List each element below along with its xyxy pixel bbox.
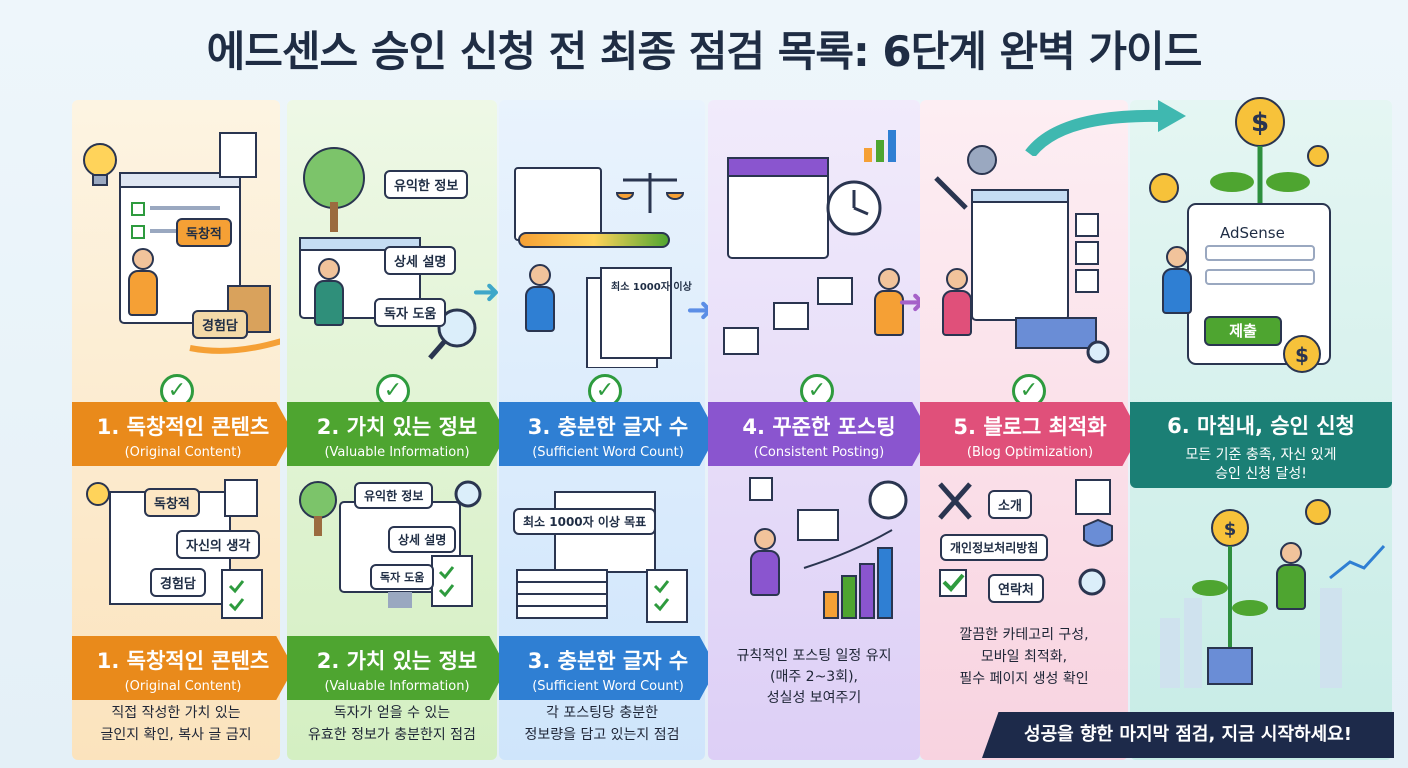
shield-icon: [1083, 518, 1113, 547]
scale-icon: [514, 167, 685, 369]
chip-original: 독창적: [176, 218, 232, 247]
step-2-description: 독자가 얻을 수 있는 유효한 정보가 충분한지 점검: [308, 705, 476, 743]
svg-text:$: $: [1224, 519, 1237, 540]
footer-banner: 성공을 향한 마지막 점검, 지금 시작하세요!: [982, 712, 1394, 758]
arrow-icon: [1025, 100, 1186, 156]
medal-icon: [1149, 173, 1179, 203]
adsense-label: AdSense: [1220, 224, 1285, 242]
step-3-detail-illustration: 최소 1000자 이상 목표: [505, 478, 701, 630]
step-6-detail-illustration: $: [1140, 498, 1390, 698]
step-2-detail-illustration: 유익한 정보 상세 설명 독자 도움: [292, 472, 492, 632]
step-3-illustration: 최소 1000자 이상: [505, 118, 701, 369]
step-4-description: 규칙적인 포스팅 일정 유지 (매주 2~3회), 성실성 보여주기: [736, 648, 892, 706]
step-1-banner: 1. 독창적인 콘텐츠 (Original Content): [72, 402, 294, 466]
growth-chart-icon: [749, 477, 908, 619]
chip-useful-info: 유익한 정보: [384, 170, 469, 199]
step-2-title: 2. 가치 있는 정보: [316, 415, 478, 439]
step-1-detail-illustration: 독창적 자신의 생각 경험담: [80, 472, 280, 632]
step-2-illustration: 유익한 정보 상세 설명 독자 도움: [292, 118, 492, 368]
step-4-subtitle: (Consistent Posting): [753, 445, 885, 460]
chip-reader-help-2: 독자 도움: [370, 564, 435, 590]
chip-privacy: 개인정보처리방침: [940, 534, 1049, 561]
step-1-subtitle-2: (Original Content): [124, 679, 242, 694]
step-2-subtitle: (Valuable Information): [324, 445, 470, 460]
step-1-banner-2: 1. 독창적인 콘텐츠 (Original Content): [72, 636, 294, 700]
clock-icon: [868, 480, 908, 520]
step-3-subtitle-2: (Sufficient Word Count): [532, 679, 684, 694]
step-6-description: 모든 기준 충족, 자신 있게 승인 신청 달성!: [1185, 447, 1337, 482]
step-4-title: 4. 꾸준한 포스팅: [742, 415, 896, 439]
step-3-title-2: 3. 충분한 글자 수: [527, 649, 689, 673]
step-1-title: 1. 독창적인 콘텐츠: [96, 415, 270, 439]
svg-text:$: $: [1251, 108, 1269, 138]
step-2-banner: 2. 가치 있는 정보 (Valuable Information): [287, 402, 507, 466]
step-5-banner: 5. 블로그 최적화 (Blog Optimization): [920, 402, 1140, 466]
step-6-banner: 6. 마침내, 승인 신청 모든 기준 충족, 자신 있게 승인 신청 달성!: [1130, 402, 1392, 488]
chip-useful-info-2: 유익한 정보: [354, 482, 434, 509]
wrench-icon: [934, 145, 1110, 364]
step-5-description: 깔끔한 카테고리 구성, 모바일 최적화, 필수 페이지 생성 확인: [959, 627, 1089, 687]
step-4-illustration: [714, 118, 914, 368]
page-title: 에드센스 승인 신청 전 최종 점검 목록: 6단계 완벽 가이드: [206, 27, 1203, 76]
step-3-title: 3. 충분한 글자 수: [527, 415, 689, 439]
chip-own-thoughts: 자신의 생각: [176, 530, 261, 559]
step-6-illustration: $ $ AdSense 제출: [1140, 96, 1390, 396]
step-5-title: 5. 블로그 최적화: [953, 415, 1107, 439]
magnifier-icon: [1078, 568, 1106, 596]
step-4-detail-illustration: [714, 472, 914, 632]
submit-button[interactable]: 제출: [1204, 316, 1282, 346]
step-5-illustration: [926, 118, 1126, 368]
step-6-title: 6. 마침내, 승인 신청: [1167, 414, 1355, 438]
step-3-banner-2: 3. 충분한 글자 수 (Sufficient Word Count): [499, 636, 717, 700]
step-2-subtitle-2: (Valuable Information): [324, 679, 470, 694]
tools-icon: [938, 479, 1113, 597]
svg-text:$: $: [1295, 343, 1309, 367]
chip-contact: 연락처: [988, 574, 1044, 603]
chip-about: 소개: [988, 490, 1032, 519]
step-3-subtitle: (Sufficient Word Count): [532, 445, 684, 460]
chip-experience-2: 경험담: [150, 568, 206, 597]
document-stack-icon: [516, 491, 688, 623]
step-1-title-2: 1. 독창적인 콘텐츠: [96, 649, 270, 673]
step-2-title-2: 2. 가치 있는 정보: [316, 649, 478, 673]
calendar-icon: [723, 130, 896, 355]
step-3-description: 각 포스팅당 충분한 정보량을 담고 있는지 점검: [524, 705, 680, 743]
step-1-illustration: 독창적 경험담: [80, 118, 318, 368]
step-4-banner: 4. 꾸준한 포스팅 (Consistent Posting): [708, 402, 930, 466]
step-5-detail-illustration: 소개 개인정보처리방침 연락처: [926, 474, 1126, 624]
step-3-banner: 3. 충분한 글자 수 (Sufficient Word Count): [499, 402, 717, 466]
money-plant-icon: $: [1160, 499, 1386, 688]
step-1-subtitle: (Original Content): [124, 445, 242, 460]
step-2-banner-2: 2. 가치 있는 정보 (Valuable Information): [287, 636, 507, 700]
chip-detailed-desc: 상세 설명: [384, 246, 457, 275]
step-1-description: 직접 작성한 가치 있는 글인지 확인, 복사 글 금지: [100, 705, 252, 743]
chip-min-1000: 최소 1000자 이상 목표: [513, 508, 657, 535]
chip-reader-help: 독자 도움: [374, 298, 447, 327]
tree-icon: [299, 147, 477, 360]
gear-icon: [967, 145, 997, 175]
chip-experience: 경험담: [192, 310, 248, 339]
arrow-icon: ➜: [472, 272, 501, 312]
min-1000-label: 최소 1000자 이상: [611, 282, 692, 293]
step-5-subtitle: (Blog Optimization): [966, 445, 1094, 460]
chip-detailed-desc-2: 상세 설명: [388, 526, 457, 553]
chip-original-2: 독창적: [144, 488, 200, 517]
